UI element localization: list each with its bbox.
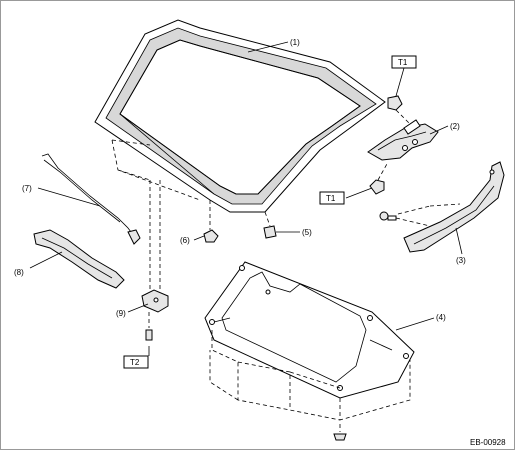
callout-7: (7) <box>22 184 32 193</box>
callout-1: (1) <box>290 38 300 47</box>
hood-lock-bracket <box>141 289 169 313</box>
insulator-clip <box>333 424 347 441</box>
svg-text:T1: T1 <box>326 194 336 203</box>
hood-seal <box>33 229 125 289</box>
hood-panel <box>94 19 386 213</box>
callout-4: (4) <box>436 313 446 322</box>
callout-5: (5) <box>302 228 312 237</box>
hood-clip <box>203 229 219 243</box>
hinge-bolt-top <box>387 95 411 125</box>
callout-2: (2) <box>450 122 460 131</box>
hood-stay <box>41 153 141 245</box>
torque-label-t2: T2 <box>123 355 149 369</box>
svg-text:T1: T1 <box>398 58 408 67</box>
hood-insulator <box>204 261 415 399</box>
callout-9: (9) <box>116 309 126 318</box>
lock-bracket-bolt <box>145 312 153 341</box>
hinge-nut-middle <box>369 161 389 195</box>
insulator-projection-lines <box>209 330 411 421</box>
bracket-bolt <box>379 203 461 227</box>
torque-label-t1-top: T1 <box>391 55 417 69</box>
hood-hinge <box>367 119 439 161</box>
side-bracket <box>403 161 505 253</box>
callout-3: (3) <box>456 256 466 265</box>
svg-text:T2: T2 <box>130 358 140 367</box>
callout-6: (6) <box>180 236 190 245</box>
callout-8: (8) <box>14 268 24 277</box>
callout-leader-lines <box>29 41 463 356</box>
hood-projection-lines <box>111 139 271 290</box>
hood-bumper <box>263 225 277 239</box>
figure-code: EB-00928 <box>470 438 506 447</box>
torque-label-t1-middle: T1 <box>319 191 345 205</box>
